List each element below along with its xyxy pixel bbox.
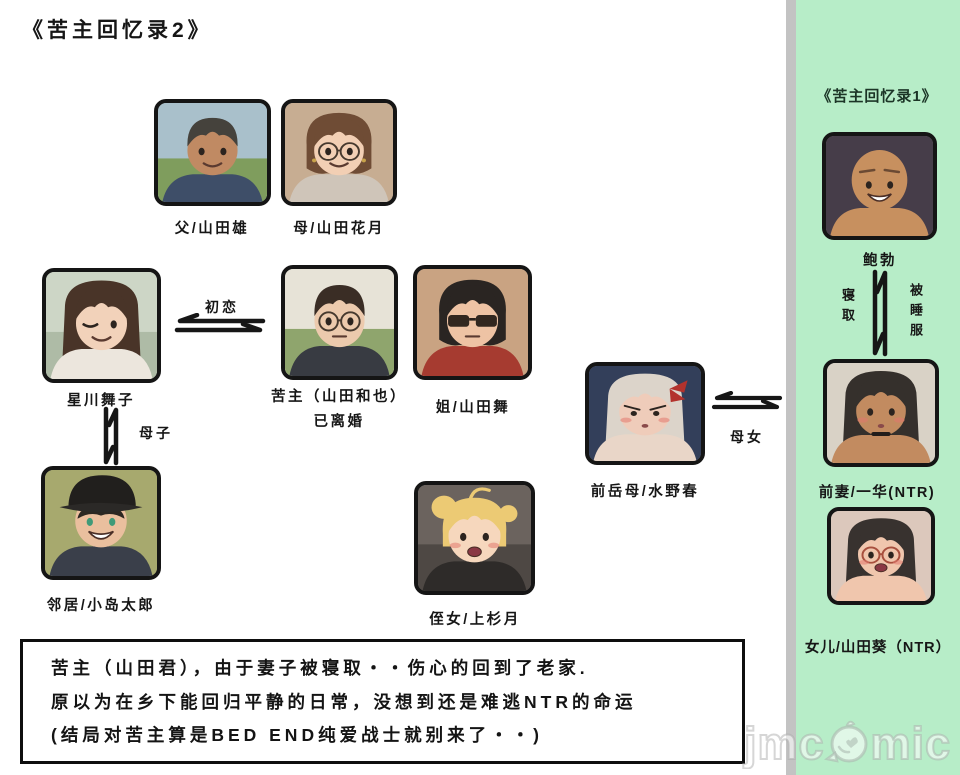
- label-ichika: 前妻/一华(NTR): [818, 485, 936, 501]
- portrait-mizuno: [585, 362, 705, 465]
- label-bob: 鲍勃: [863, 253, 897, 269]
- relation-label-first-love: 初恋: [205, 299, 239, 315]
- arrow-mother-daughter-icon: [711, 391, 783, 415]
- portrait-aoi: [827, 507, 935, 605]
- label-mizuno: 前岳母/水野春: [590, 484, 700, 500]
- synopsis-line-2: 原以为在乡下能回归平静的日常，没想到还是难逃NTR的命运: [51, 691, 637, 712]
- label-uesugi: 侄女/上杉月: [429, 612, 521, 628]
- side-panel-title: 《苦主回忆录1》: [816, 88, 938, 105]
- watermark-text-left: jmc: [743, 717, 825, 770]
- watermark-text-right: mic: [870, 717, 952, 770]
- portrait-protagonist: [281, 265, 398, 380]
- label-maiko: 星川舞子: [67, 393, 135, 409]
- label-protagonist-status: 已离婚: [313, 414, 365, 430]
- relation-label-seduced: 被睡服: [908, 283, 923, 343]
- portrait-sister: [413, 265, 532, 380]
- arrow-netori-icon: [866, 268, 894, 358]
- uesugi-avatar-image: [418, 485, 531, 591]
- protagonist-avatar-image: [285, 269, 394, 376]
- relation-label-mother-daughter: 母女: [730, 429, 764, 445]
- synopsis-line-1: 苦主（山田君），由于妻子被寝取・・伤心的回到了老家.: [51, 658, 589, 678]
- synopsis-line-3: (结局对苦主算是BED END纯爱战士就别来了・・): [51, 725, 543, 745]
- mother-avatar-image: [285, 103, 393, 202]
- portrait-mother: [281, 99, 397, 206]
- jmcomic-watermark: jmc mic: [743, 717, 952, 770]
- ichika-avatar-image: [827, 363, 935, 463]
- relation-label-mother-son: 母子: [139, 425, 173, 441]
- portrait-uesugi: [414, 481, 535, 595]
- portrait-maiko: [42, 268, 161, 383]
- label-father: 父/山田雄: [174, 221, 250, 237]
- aoi-avatar-image: [831, 511, 931, 601]
- portrait-father: [154, 99, 271, 206]
- label-sister: 姐/山田舞: [435, 400, 511, 416]
- label-aoi: 女儿/山田葵（NTR）: [804, 640, 952, 656]
- sister-avatar-image: [417, 269, 528, 376]
- watermark-bird-logo: [823, 720, 868, 763]
- synopsis-box: 苦主（山田君），由于妻子被寝取・・伤心的回到了老家. 原以为在乡下能回归平静的日…: [20, 639, 745, 764]
- maiko-avatar-image: [46, 272, 157, 379]
- arrow-mother-son-icon: [97, 406, 125, 466]
- page-title: 《苦主回忆录2》: [22, 19, 213, 42]
- panel-divider: [786, 0, 796, 775]
- bob-avatar-image: [826, 136, 933, 236]
- relation-label-netori: 寝取: [840, 288, 855, 328]
- portrait-bob: [822, 132, 937, 240]
- label-protagonist: 苦主（山田和也）: [271, 389, 407, 405]
- portrait-kojima: [41, 466, 161, 580]
- kojima-avatar-image: [45, 470, 157, 576]
- father-avatar-image: [158, 103, 267, 202]
- label-mother: 母/山田花月: [293, 221, 385, 237]
- portrait-ichika: [823, 359, 939, 467]
- mizuno-avatar-image: [589, 366, 701, 461]
- arrow-first-love-icon: [173, 313, 267, 339]
- label-kojima: 邻居/小岛太郎: [46, 598, 156, 614]
